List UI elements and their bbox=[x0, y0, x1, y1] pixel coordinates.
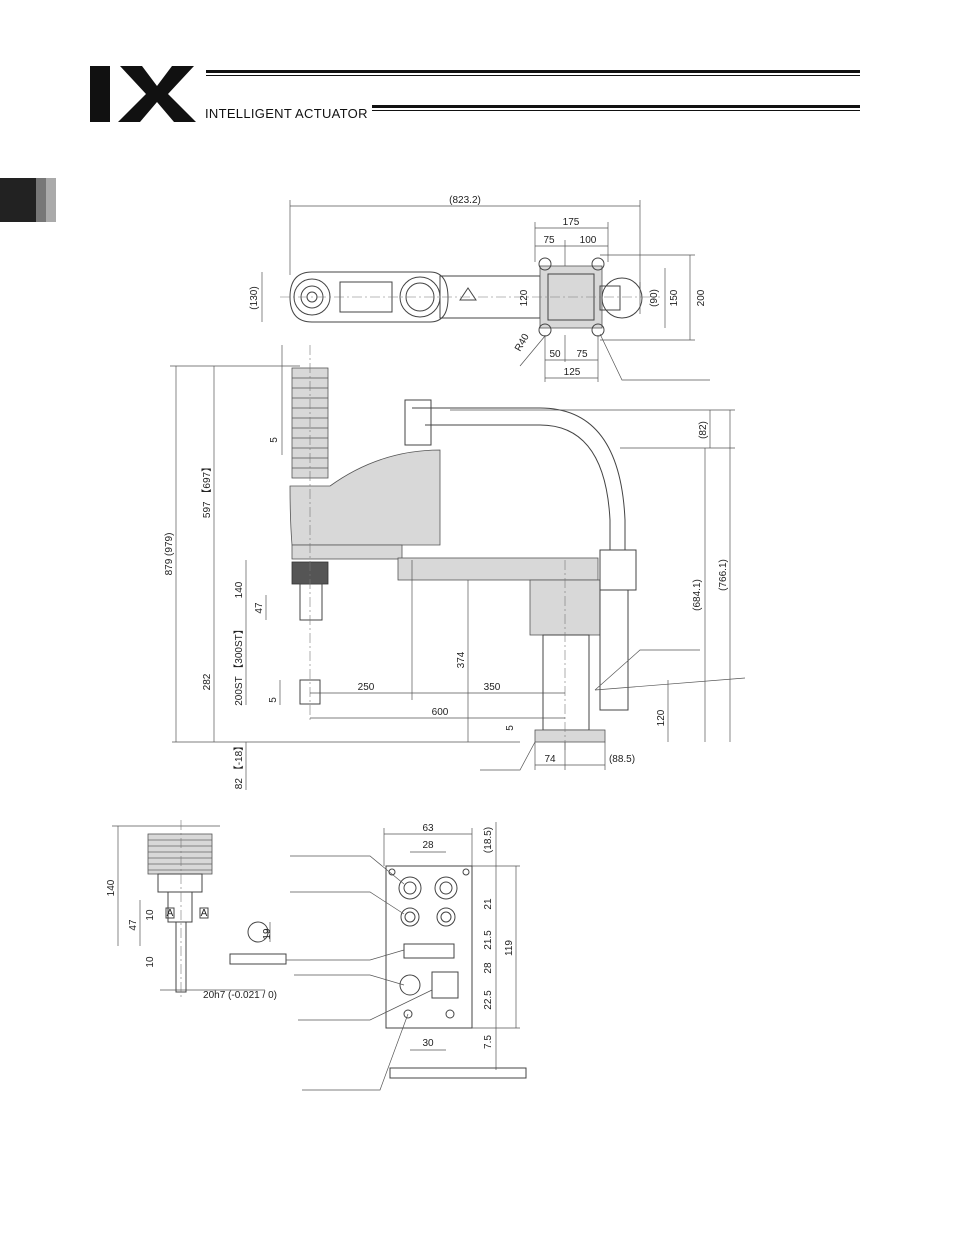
shaft-marker-a-left: A bbox=[167, 908, 174, 919]
dim-120-base: 120 bbox=[656, 709, 667, 726]
panel-dim-28-top: 28 bbox=[422, 840, 434, 851]
dim-374: 374 bbox=[456, 651, 467, 668]
shaft-dim-140: 140 bbox=[106, 879, 117, 896]
dim-600: 600 bbox=[432, 707, 449, 718]
dim-47-side: 47 bbox=[254, 602, 265, 614]
dim-5-top: 5 bbox=[269, 437, 280, 443]
dim-100: 100 bbox=[580, 235, 597, 246]
panel-dim-18-5: (18.5) bbox=[483, 827, 494, 853]
dim-597: 597 【697】 bbox=[201, 462, 213, 518]
panel-dim-22-5: 22.5 bbox=[483, 990, 494, 1010]
shaft-dim-10a: 10 bbox=[145, 909, 156, 921]
dim-82-right: (82) bbox=[698, 421, 709, 439]
panel-dim-7-5: 7.5 bbox=[483, 1035, 494, 1049]
dim-total-height: 879 (979) bbox=[164, 533, 175, 576]
shaft-detail: 140 47 10 10 A A 20h7 (-0.021 / 0) bbox=[106, 820, 286, 1001]
panel-dim-21-5: 21.5 bbox=[483, 930, 494, 950]
panel-dim-21: 21 bbox=[483, 898, 494, 910]
dim-5-mid: 5 bbox=[268, 697, 279, 703]
dim-overall-length: (823.2) bbox=[449, 195, 481, 206]
shaft-tolerance: 20h7 (-0.021 / 0) bbox=[203, 990, 277, 1001]
dim-90: (90) bbox=[649, 289, 660, 307]
dim-282: 282 bbox=[202, 673, 213, 690]
panel-dim-28-side: 28 bbox=[483, 962, 494, 974]
shaft-marker-a-right: A bbox=[201, 908, 208, 919]
dim-50: 50 bbox=[549, 349, 561, 360]
dim-150: 150 bbox=[669, 289, 680, 306]
dim-200: 200 bbox=[696, 289, 707, 306]
dim-250: 250 bbox=[358, 682, 375, 693]
dim-radius: R40 bbox=[513, 332, 532, 354]
dim-140-side: 140 bbox=[234, 581, 245, 598]
panel-dim-63: 63 bbox=[422, 823, 434, 834]
dim-125: 125 bbox=[564, 367, 581, 378]
dim-175: 175 bbox=[563, 217, 580, 228]
shaft-dim-47: 47 bbox=[128, 919, 139, 931]
dim-350: 350 bbox=[484, 682, 501, 693]
dim-74: 74 bbox=[544, 754, 556, 765]
dim-stroke: 200ST 【300ST】 bbox=[233, 624, 245, 706]
panel-dim-119: 119 bbox=[504, 940, 515, 956]
shaft-dim-19: 19 bbox=[262, 928, 273, 940]
dim-766: (766.1) bbox=[718, 559, 729, 591]
shaft-dim-10b: 10 bbox=[145, 956, 156, 968]
dim-82-bottom: 82 【-18】 bbox=[233, 741, 245, 789]
dim-120-top: 120 bbox=[519, 289, 530, 306]
side-view: 879 (979) 597 【697】 282 200ST 【300ST】 82… bbox=[164, 345, 745, 790]
dim-75-top: 75 bbox=[543, 235, 555, 246]
dim-75-bottom: 75 bbox=[576, 349, 588, 360]
dim-arm-width: (130) bbox=[249, 286, 260, 309]
dim-88: (88.5) bbox=[609, 754, 635, 765]
top-view: (823.2) 175 75 100 bbox=[249, 195, 710, 382]
connector-panel: 63 28 (18.5) 21 21.5 28 22.5 7.5 119 bbox=[286, 822, 526, 1090]
panel-dim-30: 30 bbox=[422, 1038, 434, 1049]
dim-684: (684.1) bbox=[692, 579, 703, 611]
dim-5-base: 5 bbox=[505, 725, 516, 731]
